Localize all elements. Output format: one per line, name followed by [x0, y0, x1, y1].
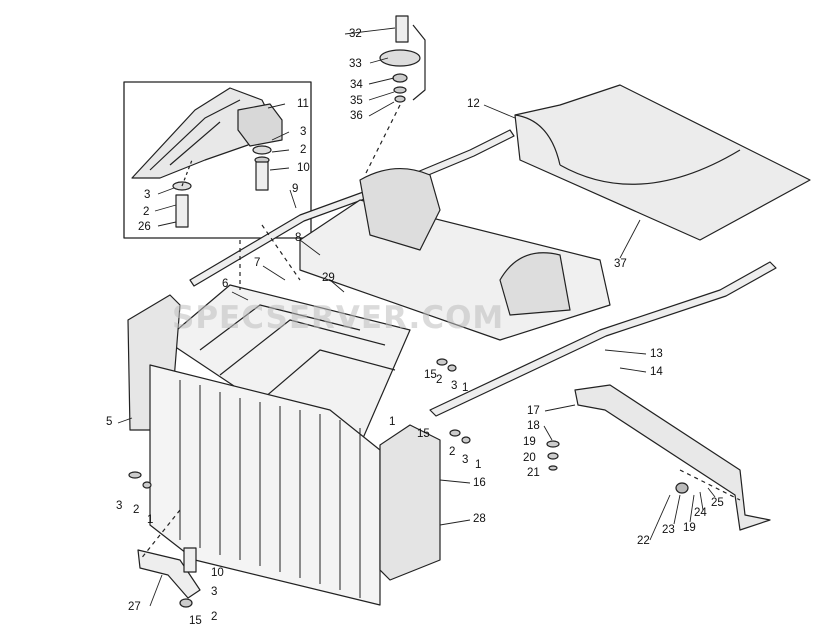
callout-8: 8 [295, 232, 302, 244]
callout-12: 12 [467, 98, 480, 110]
callout-1-left: 1 [147, 514, 154, 526]
lower-bracket [137, 549, 201, 599]
callout-2-upper: 2 [436, 374, 443, 386]
lower-bolt [183, 547, 197, 573]
callout-16: 16 [473, 477, 486, 489]
callout-24: 24 [694, 507, 707, 519]
fastener-washer [436, 358, 448, 366]
callout-29: 29 [322, 272, 335, 284]
callout-17: 17 [527, 405, 540, 417]
callout-1-mid: 1 [389, 416, 396, 428]
callout-3-left: 3 [116, 500, 123, 512]
callout-32: 32 [349, 28, 362, 40]
callout-3-upper: 3 [451, 380, 458, 392]
callout-21: 21 [527, 467, 540, 479]
callout-35: 35 [350, 95, 363, 107]
watermark: SPECSERVER.COM [172, 300, 505, 336]
rear-cowling [514, 84, 811, 241]
support-bracket [574, 384, 771, 531]
callout-7: 7 [254, 257, 261, 269]
callout-15-upper: 15 [424, 369, 437, 381]
callout-3-inset: 3 [300, 126, 307, 138]
callout-10-lower: 10 [211, 567, 224, 579]
callout-10-inset: 10 [297, 162, 310, 174]
callout-3-mid: 3 [462, 454, 469, 466]
top-stud [395, 15, 409, 43]
side-bar-right [429, 261, 777, 417]
callout-27: 27 [128, 601, 141, 613]
callout-15-mid: 15 [417, 428, 430, 440]
air-intake-left [359, 167, 441, 251]
inset-bolt [255, 161, 269, 191]
callout-3-inset-left: 3 [144, 189, 151, 201]
callout-2-lower: 2 [211, 611, 218, 623]
callout-5: 5 [106, 416, 113, 428]
callout-14: 14 [650, 366, 663, 378]
top-plate [379, 49, 421, 67]
side-panel-right [379, 424, 441, 581]
callout-2-left: 2 [133, 504, 140, 516]
inset-block [237, 103, 283, 147]
callout-33: 33 [349, 58, 362, 70]
callout-18: 18 [527, 420, 540, 432]
callout-26: 26 [138, 221, 151, 233]
air-intake-right [499, 252, 571, 316]
callout-2-inset: 2 [300, 144, 307, 156]
front-grille [149, 364, 381, 606]
inset-washer [252, 145, 272, 155]
callout-20: 20 [523, 452, 536, 464]
inset-frame [123, 81, 312, 239]
callout-13: 13 [650, 348, 663, 360]
callout-36: 36 [350, 110, 363, 122]
callout-2-mid: 2 [449, 446, 456, 458]
callout-9: 9 [292, 183, 299, 195]
callout-28: 28 [473, 513, 486, 525]
callout-2-inset-left: 2 [143, 206, 150, 218]
callout-22: 22 [637, 535, 650, 547]
callout-25: 25 [711, 497, 724, 509]
callout-19-lower: 19 [683, 522, 696, 534]
callout-34: 34 [350, 79, 363, 91]
callout-6: 6 [222, 278, 229, 290]
callout-19-upper: 19 [523, 436, 536, 448]
callout-15-lower: 15 [189, 615, 202, 627]
callout-37: 37 [614, 258, 627, 270]
callout-1-upper: 1 [462, 382, 469, 394]
callout-3-lower: 3 [211, 586, 218, 598]
callout-23: 23 [662, 524, 675, 536]
callout-1-mid-right: 1 [475, 459, 482, 471]
callout-11: 11 [297, 98, 309, 110]
inset-bolt-2 [175, 194, 189, 228]
